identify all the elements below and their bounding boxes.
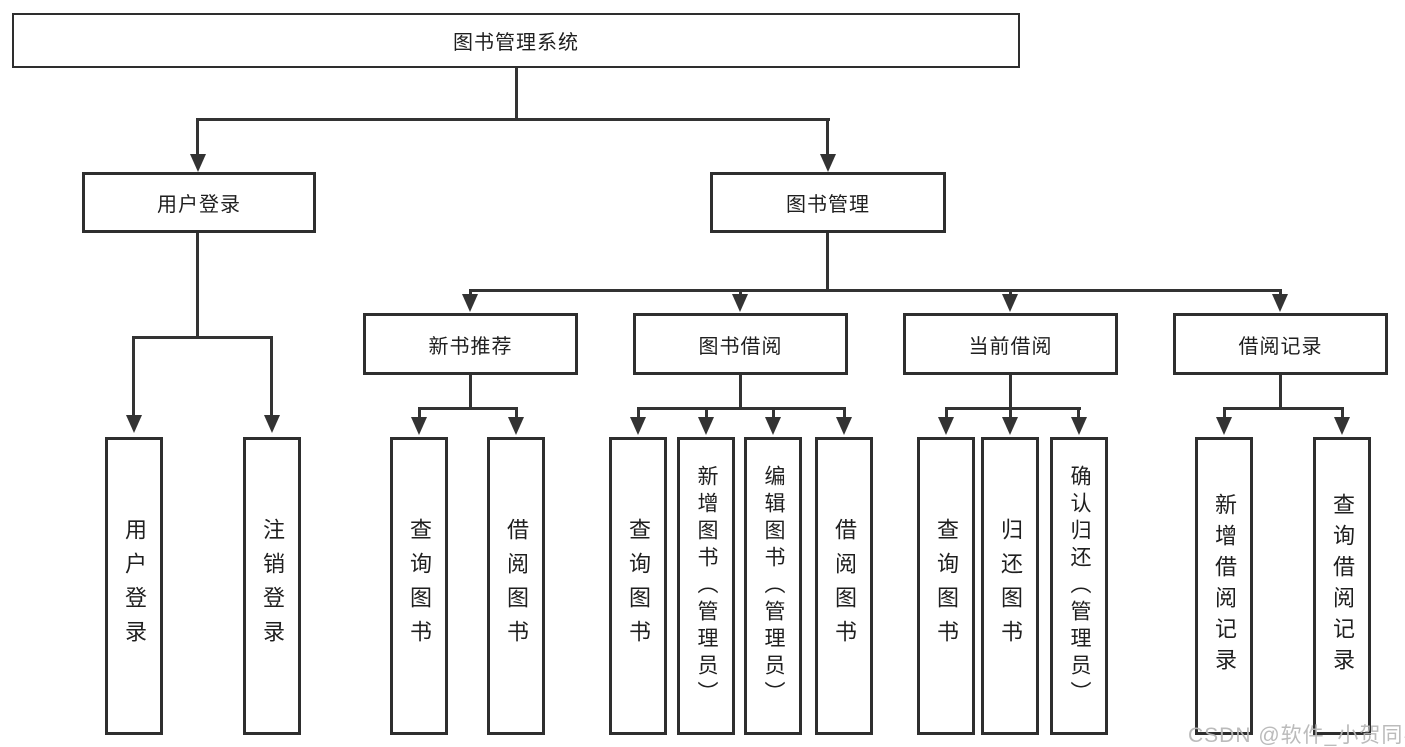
- arrow-down-icon: [1071, 417, 1087, 435]
- connector-line: [705, 407, 708, 418]
- arrow-down-icon: [264, 415, 280, 433]
- node-book-borrow-label: 图书借阅: [698, 335, 783, 358]
- arrow-down-icon: [1334, 417, 1350, 435]
- node-borrow-records-label: 借阅记录: [1238, 335, 1323, 358]
- connector-line: [637, 407, 846, 410]
- leaf-confirm-return-admin-label: 确认归还（管理员）: [1068, 464, 1091, 708]
- leaf-add-book-admin: 新增图书（管理员）: [677, 437, 735, 735]
- node-new-book-recommend: 新书推荐: [363, 313, 578, 375]
- connector-line: [132, 336, 273, 339]
- arrow-down-icon: [411, 417, 427, 435]
- leaf-return-book: 归还图书: [981, 437, 1039, 735]
- connector-line: [1009, 289, 1012, 297]
- connector-line: [469, 375, 472, 410]
- connector-line: [197, 118, 830, 121]
- leaf-borrow-books-2-label: 借阅图书: [832, 518, 857, 654]
- node-book-borrow: 图书借阅: [633, 313, 848, 375]
- arrow-down-icon: [820, 154, 836, 172]
- leaf-borrow-books-2: 借阅图书: [815, 437, 873, 735]
- connector-line: [945, 407, 1081, 410]
- connector-line: [515, 407, 518, 418]
- arrow-down-icon: [836, 417, 852, 435]
- arrow-down-icon: [462, 294, 478, 312]
- leaf-query-borrow-record-label: 查询借阅记录: [1330, 493, 1355, 679]
- connector-line: [132, 336, 135, 417]
- connector-line: [826, 118, 829, 156]
- node-root: 图书管理系统: [12, 13, 1020, 68]
- node-user-login-label: 用户登录: [157, 194, 241, 216]
- connector-line: [739, 289, 742, 297]
- arrow-down-icon: [698, 417, 714, 435]
- node-current-borrow-label: 当前借阅: [968, 335, 1053, 358]
- connector-line: [1077, 407, 1080, 418]
- node-borrow-records: 借阅记录: [1173, 313, 1388, 375]
- node-user-login: 用户登录: [82, 172, 316, 233]
- leaf-add-borrow-record: 新增借阅记录: [1195, 437, 1253, 735]
- leaf-confirm-return-admin: 确认归还（管理员）: [1050, 437, 1108, 735]
- arrow-down-icon: [1002, 417, 1018, 435]
- connector-line: [1223, 407, 1226, 418]
- leaf-user-login-label: 用户登录: [122, 518, 147, 654]
- connector-line: [1279, 375, 1282, 410]
- connector-line: [1009, 407, 1012, 418]
- node-new-book-recommend-label: 新书推荐: [428, 335, 513, 358]
- arrow-down-icon: [630, 417, 646, 435]
- connector-line: [1223, 407, 1344, 410]
- leaf-add-book-admin-label: 新增图书（管理员）: [695, 464, 718, 708]
- connector-line: [418, 407, 421, 418]
- arrow-down-icon: [1002, 294, 1018, 312]
- leaf-borrow-books-1: 借阅图书: [487, 437, 545, 735]
- connector-line: [418, 407, 518, 410]
- node-book-management-label: 图书管理: [786, 194, 870, 216]
- leaf-add-borrow-record-label: 新增借阅记录: [1212, 493, 1237, 679]
- leaf-query-books-1-label: 查询图书: [407, 518, 432, 654]
- arrow-down-icon: [126, 415, 142, 433]
- leaf-query-books-3: 查询图书: [917, 437, 975, 735]
- leaf-query-books-3-label: 查询图书: [934, 518, 959, 654]
- arrow-down-icon: [732, 294, 748, 312]
- arrow-down-icon: [938, 417, 954, 435]
- connector-line: [1279, 289, 1282, 297]
- connector-line: [945, 407, 948, 418]
- connector-line: [1341, 407, 1344, 418]
- leaf-return-book-label: 归还图书: [998, 518, 1023, 654]
- arrow-down-icon: [508, 417, 524, 435]
- arrow-down-icon: [190, 154, 206, 172]
- connector-line: [772, 407, 775, 418]
- leaf-query-books-2-label: 查询图书: [626, 518, 651, 654]
- connector-line: [469, 289, 1282, 292]
- arrow-down-icon: [765, 417, 781, 435]
- connector-line: [270, 336, 273, 417]
- leaf-query-borrow-record: 查询借阅记录: [1313, 437, 1371, 735]
- leaf-query-books-2: 查询图书: [609, 437, 667, 735]
- connector-line: [1009, 375, 1012, 410]
- arrow-down-icon: [1272, 294, 1288, 312]
- leaf-borrow-books-1-label: 借阅图书: [504, 518, 529, 654]
- arrow-down-icon: [1216, 417, 1232, 435]
- node-book-management: 图书管理: [710, 172, 946, 233]
- connector-line: [637, 407, 640, 418]
- connector-line: [826, 233, 829, 292]
- connector-line: [469, 289, 472, 297]
- node-root-label: 图书管理系统: [453, 32, 579, 54]
- leaf-edit-book-admin: 编辑图书（管理员）: [744, 437, 802, 735]
- leaf-query-books-1: 查询图书: [390, 437, 448, 735]
- leaf-logout: 注销登录: [243, 437, 301, 735]
- connector-line: [196, 118, 199, 156]
- leaf-edit-book-admin-label: 编辑图书（管理员）: [762, 464, 785, 708]
- connector-line: [739, 375, 742, 410]
- connector-line: [843, 407, 846, 418]
- connector-line: [515, 68, 518, 120]
- leaf-logout-label: 注销登录: [260, 518, 285, 654]
- connector-line: [196, 233, 199, 339]
- node-current-borrow: 当前借阅: [903, 313, 1118, 375]
- leaf-user-login: 用户登录: [105, 437, 163, 735]
- csdn-watermark: CSDN @软件_小贺同学: [1188, 724, 1405, 747]
